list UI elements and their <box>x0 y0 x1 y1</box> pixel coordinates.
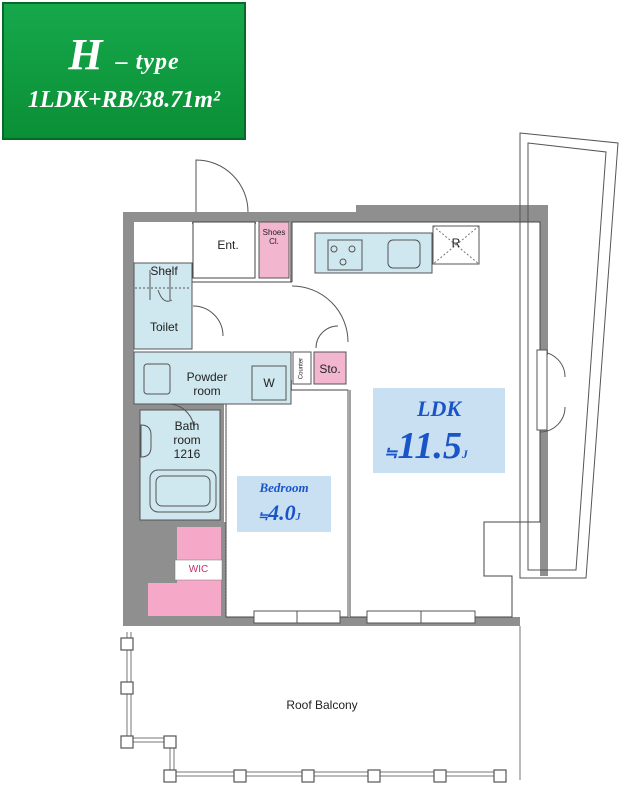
shoes-closet <box>258 221 290 279</box>
type-word: – type <box>115 49 180 75</box>
bedroom-size: ≒4.0J <box>258 500 330 526</box>
bedroom-size-value: 4.0 <box>268 500 296 525</box>
ldk-approx: ≒ <box>384 445 398 462</box>
plan-spec: 1LDK+RB/38.71m² <box>27 87 221 113</box>
ldk-label: LDK <box>417 396 461 421</box>
bedroom-unit: J <box>295 512 301 523</box>
bedroom-approx: ≒ <box>258 509 269 523</box>
powder-room-label-line2: room <box>193 384 221 398</box>
shoes-closet-label: Shoes Cl. <box>259 228 289 246</box>
roof-balcony-label: Roof Balcony <box>286 698 358 712</box>
bathroom-label: Bath room 1216 <box>164 419 210 461</box>
bathroom-label-line3: 1216 <box>173 447 201 461</box>
type-letter: H <box>68 30 104 79</box>
powder-room-label-line1: Powder <box>186 370 228 384</box>
refrigerator-label: R <box>451 236 461 250</box>
shoes-closet-label-line1: Shoes <box>262 228 286 237</box>
shelf-label: Shelf <box>150 264 178 278</box>
bathroom-label-line1: Bath <box>174 419 200 433</box>
shoes-closet-label-line2: Cl. <box>269 237 279 246</box>
ldk-size-value: 11.5 <box>397 425 462 467</box>
bathroom-label-line2: room <box>173 433 201 447</box>
ldk-size: ≒11.5J <box>384 424 504 468</box>
bedroom-label: Bedroom <box>259 480 309 495</box>
plan-type-title: H – type <box>4 29 244 80</box>
counter-label: Counter <box>298 357 305 380</box>
storage-label: Sto. <box>319 362 341 376</box>
wic-label: WIC <box>188 564 209 575</box>
toilet-label: Toilet <box>149 320 178 334</box>
entrance-area <box>192 221 256 279</box>
entrance-label: Ent. <box>217 238 239 252</box>
bedroom-label-box <box>237 476 331 532</box>
plan-type-badge: H – type 1LDK+RB/38.71m² <box>2 2 246 140</box>
ldk-label-box <box>373 388 505 473</box>
powder-room-label: Powder room <box>176 370 238 398</box>
ldk-unit: J <box>461 447 468 461</box>
storage-closet <box>313 351 347 385</box>
washer-label: W <box>263 376 275 390</box>
